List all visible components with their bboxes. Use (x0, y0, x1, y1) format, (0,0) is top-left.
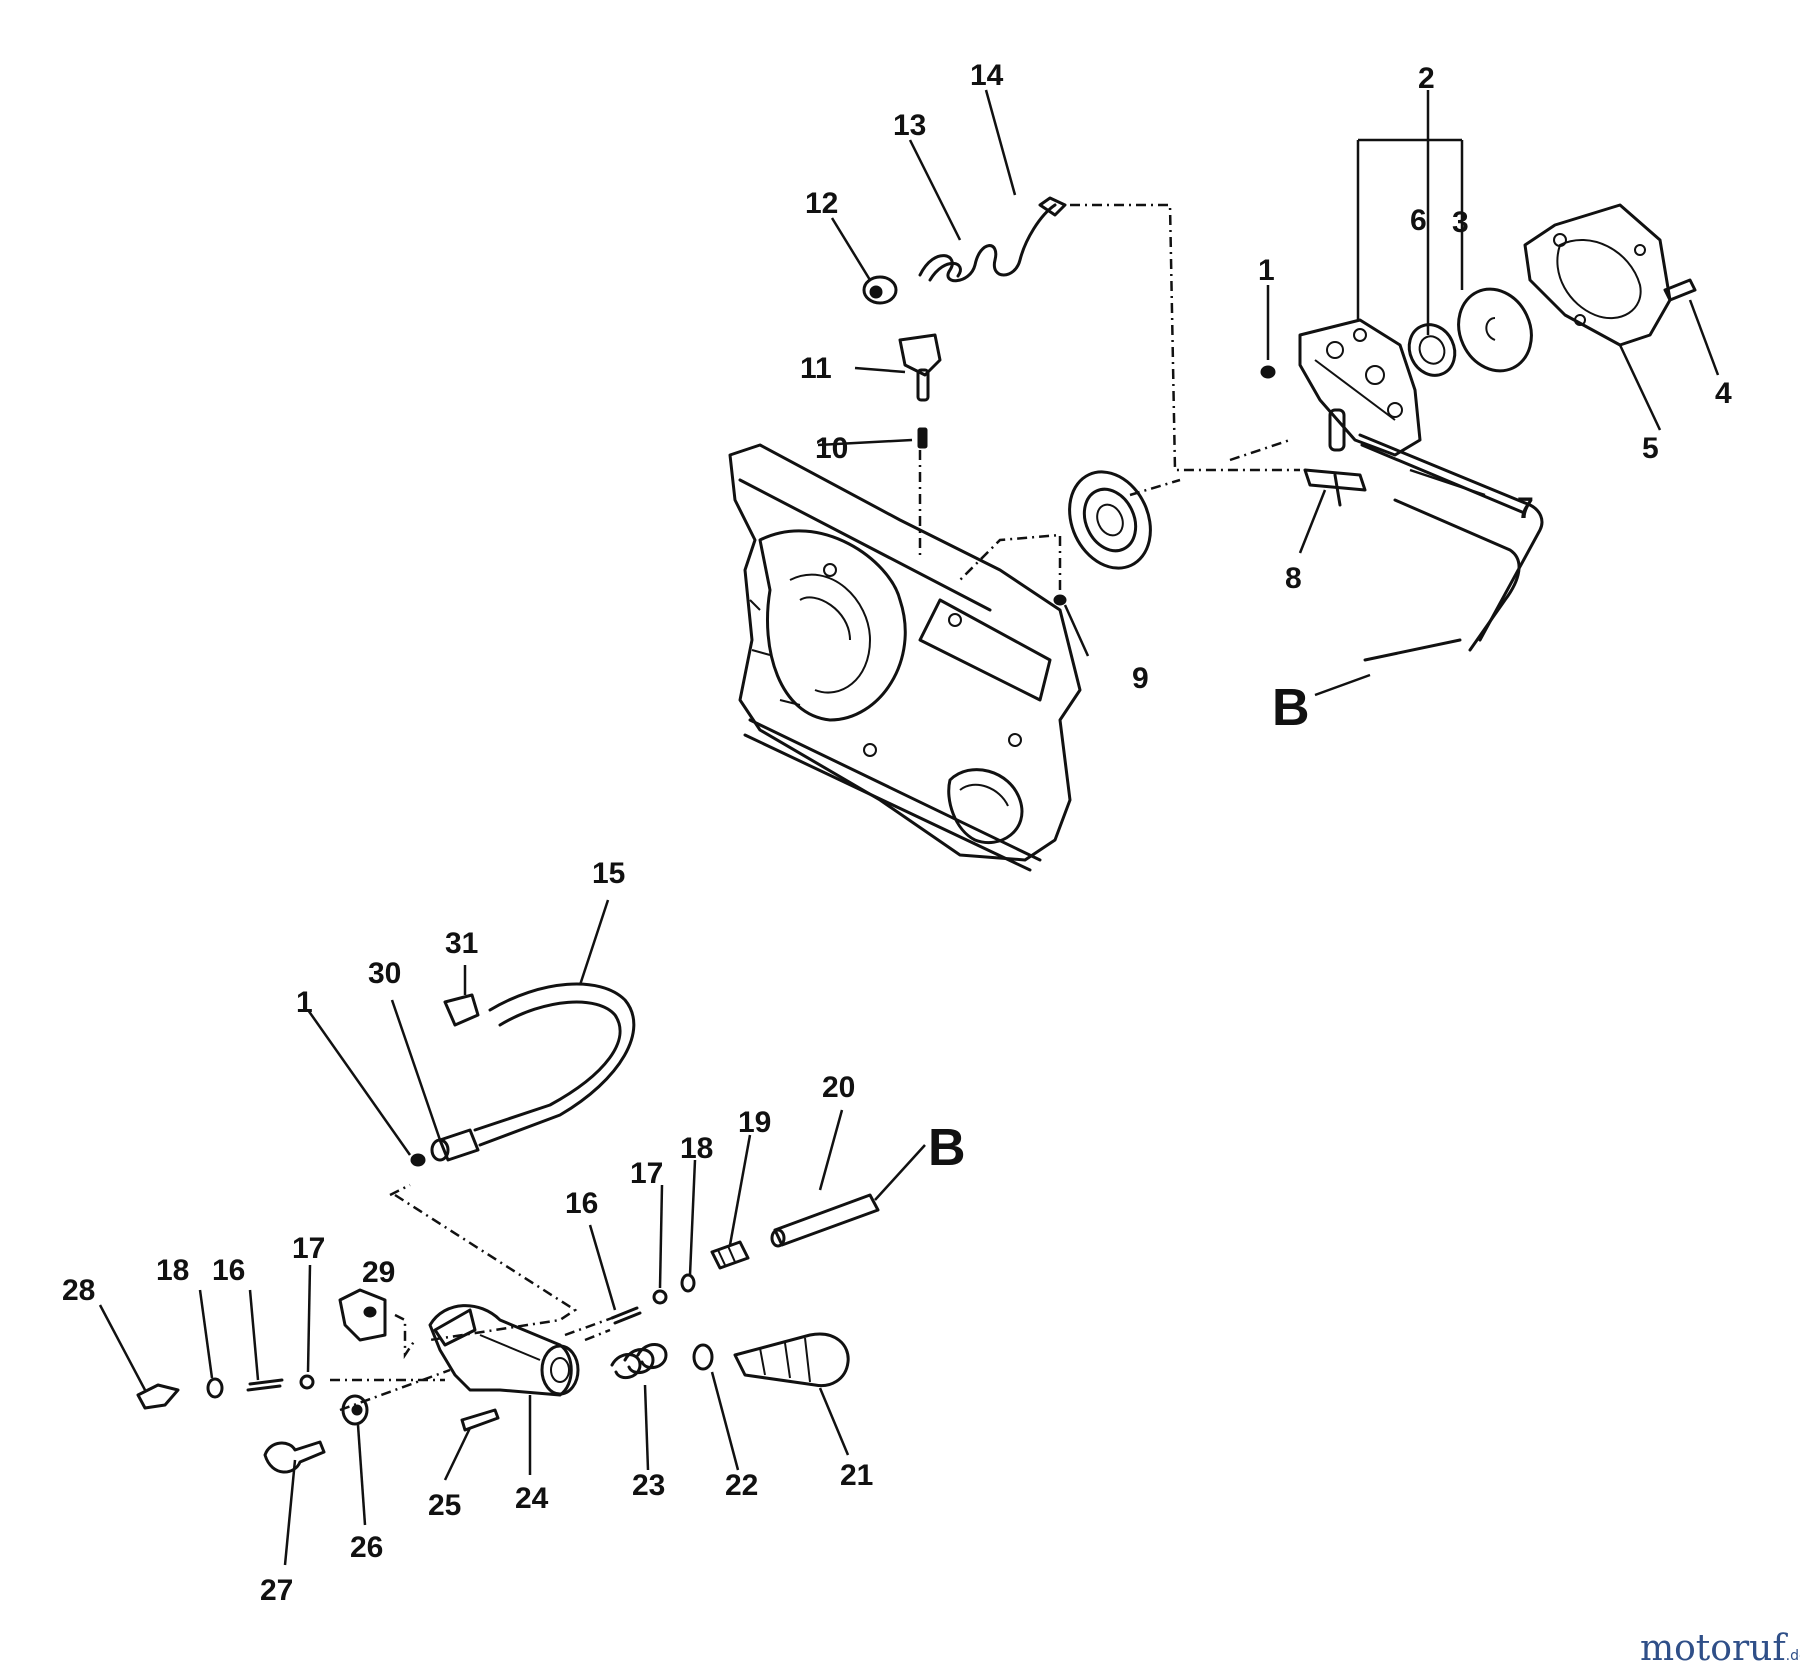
part-labels-top: 14 13 12 11 10 9 8 7 5 4 1 6 3 2 B (800, 59, 1732, 737)
label-19: 19 (738, 1106, 771, 1139)
label-18-right: 18 (680, 1132, 713, 1165)
label-20: 20 (822, 1071, 855, 1104)
watermark-logo: motoruf.de (1640, 1628, 1800, 1669)
watermark-brand: motoruf (1640, 1628, 1788, 1669)
screw-25 (460, 1408, 500, 1432)
ball-17a (652, 1289, 668, 1305)
hose-15 (473, 982, 636, 1147)
spring-23 (610, 1343, 668, 1380)
connector-b-bottom: B (928, 1119, 966, 1177)
tube-20 (770, 1193, 880, 1248)
label-12: 12 (805, 187, 838, 220)
washer-3 (1457, 287, 1533, 373)
clip-31 (443, 993, 480, 1027)
screw-27 (263, 1440, 326, 1474)
label-9: 9 (1132, 662, 1149, 695)
label-18-left: 18 (156, 1254, 189, 1287)
tee-fitting-8 (1303, 408, 1367, 507)
label-11: 11 (800, 352, 832, 385)
oil-seal-9 (1053, 470, 1152, 606)
plate-29 (338, 1288, 387, 1342)
worm-gear-6 (1407, 323, 1457, 377)
dash-lines-bottom (330, 1183, 613, 1412)
label-26: 26 (350, 1531, 383, 1564)
filter-12 (862, 275, 898, 305)
watermark-tld: .de (1786, 1648, 1800, 1664)
label-29: 29 (362, 1256, 395, 1289)
label-1-top: 1 (1258, 254, 1275, 287)
screw-4 (1663, 278, 1697, 302)
label-1-bottom: 1 (296, 986, 313, 1019)
spring-10 (917, 427, 928, 449)
label-6: 6 (1410, 204, 1427, 237)
leader-lines-bottom (98, 899, 926, 1566)
label-22: 22 (725, 1469, 758, 1502)
pump-body-24 (428, 1304, 580, 1397)
crankcase-housing (728, 443, 1082, 872)
suction-hose-13 (918, 203, 1057, 283)
leader-lines-top (817, 89, 1720, 697)
oil-pump-body-2 (1260, 318, 1422, 457)
pipe-fitting-11 (898, 333, 942, 402)
label-28: 28 (62, 1274, 95, 1307)
dash-lines-top (918, 203, 1300, 590)
label-16-left: 16 (212, 1254, 245, 1287)
label-2: 2 (1418, 62, 1435, 95)
part-labels-bottom: 15 31 30 1 20 B 19 18 17 16 28 18 16 17 … (62, 857, 966, 1607)
label-8: 8 (1285, 562, 1302, 595)
label-13: 13 (893, 109, 926, 142)
label-31: 31 (445, 927, 478, 960)
label-17-right: 17 (630, 1157, 663, 1190)
label-7: 7 (1517, 492, 1534, 525)
washer-18a (680, 1273, 696, 1293)
label-25: 25 (428, 1489, 461, 1522)
ball-17b (299, 1374, 315, 1390)
connector-14 (1038, 196, 1067, 217)
label-3: 3 (1452, 206, 1469, 239)
hose-7 (1358, 433, 1544, 662)
label-27: 27 (260, 1574, 293, 1607)
label-16-right: 16 (565, 1187, 598, 1220)
o-ring-22 (692, 1343, 714, 1371)
label-17-left: 17 (292, 1232, 325, 1265)
label-10: 10 (815, 432, 848, 465)
label-5: 5 (1642, 432, 1659, 465)
connector-b-top: B (1272, 679, 1310, 737)
label-14: 14 (970, 59, 1004, 92)
valve-19 (710, 1240, 750, 1270)
label-24: 24 (515, 1482, 549, 1515)
spring-16b (246, 1378, 284, 1392)
cover-plate-5 (1523, 203, 1672, 347)
svg-text:motoruf.de: motoruf.de (1640, 1628, 1800, 1669)
label-23: 23 (632, 1469, 665, 1502)
label-30: 30 (368, 957, 401, 990)
label-4: 4 (1715, 377, 1732, 410)
screw-28 (136, 1383, 180, 1410)
label-21: 21 (840, 1459, 873, 1492)
washer-18b (206, 1377, 224, 1399)
label-15: 15 (592, 857, 625, 890)
o-ring-1-bottom (410, 1153, 426, 1167)
spring-16a (610, 1306, 642, 1325)
plunger-21 (733, 1332, 850, 1388)
